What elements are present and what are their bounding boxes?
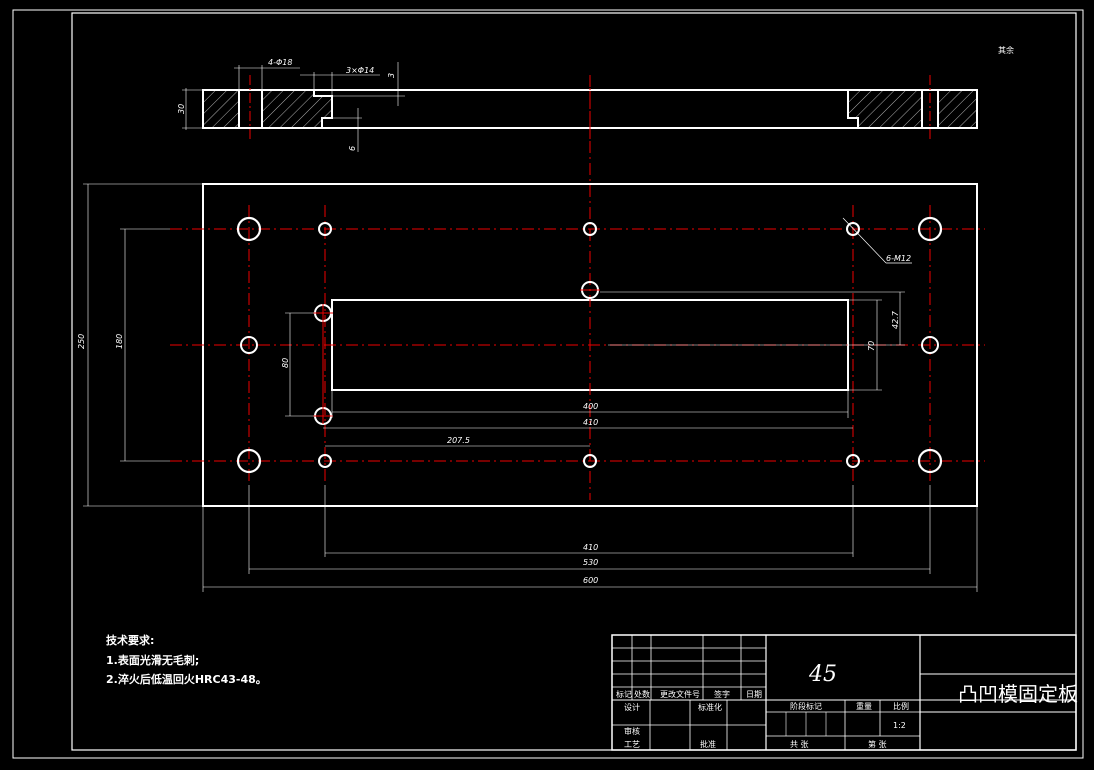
dim-counterbore-depth: 3 xyxy=(387,73,396,78)
dim-thickness: 30 xyxy=(177,104,186,114)
hole-large xyxy=(917,216,943,242)
large-holes xyxy=(236,216,943,474)
hole-small xyxy=(318,454,332,468)
dim-height-overall: 250 xyxy=(77,334,86,349)
tb-label-change: 更改文件号 xyxy=(660,689,700,699)
section-hatch-right-2 xyxy=(938,91,976,127)
section-step-left xyxy=(313,91,333,127)
outer-frame xyxy=(12,9,1084,759)
inner-frame xyxy=(71,12,1077,751)
hole-large xyxy=(917,448,943,474)
dim-right-upper: 42.7 xyxy=(891,310,900,329)
title-block-text: 标记 处数 更改文件号 签字 日期 设计 标准化 审核 工艺 批准 阶段标记 重… xyxy=(616,662,1078,749)
tb-label-sign: 签字 xyxy=(714,689,730,699)
tb-stage-mark: 阶段标记 xyxy=(790,701,822,711)
hole-large xyxy=(236,216,262,242)
dim-tap-label: 6-M12 xyxy=(886,254,911,263)
section-step-right xyxy=(847,91,859,127)
dim-half: 207.5 xyxy=(447,436,470,445)
dim-right-lower: 70 xyxy=(867,341,876,351)
tb-material: 45 xyxy=(808,662,837,687)
title-block xyxy=(611,634,1077,751)
section-view: 4-Φ18 3×Φ14 3 30 6 xyxy=(177,58,978,152)
hole-large xyxy=(236,448,262,474)
dim-height-holes: 180 xyxy=(115,334,124,349)
dim-bottom-530: 530 xyxy=(583,558,598,567)
tech-item-1: 1.表面光滑无毛刺; xyxy=(106,653,199,667)
section-hatch-left-2 xyxy=(262,91,332,127)
tb-design: 设计 xyxy=(624,702,640,712)
tb-part-name: 凸凹模固定板 xyxy=(958,682,1078,706)
dim-hole-top: 4-Φ18 xyxy=(268,58,292,67)
hole-small xyxy=(583,222,597,236)
tb-sheet-total: 共 张 xyxy=(790,740,809,749)
hole-small xyxy=(318,222,332,236)
tb-approve: 批准 xyxy=(700,739,716,749)
dim-counterbore: 3×Φ14 xyxy=(346,66,374,75)
hole-medium xyxy=(921,336,939,354)
corner-note: 其余 xyxy=(998,45,1014,55)
tech-requirements: 技术要求: 1.表面光滑无毛刺; 2.淬火后低温回火HRC43-48。 xyxy=(106,633,267,686)
tb-scale: 1:2 xyxy=(893,721,906,730)
dim-slot-height: 80 xyxy=(281,358,290,368)
tech-item-2: 2.淬火后低温回火HRC43-48。 xyxy=(106,672,267,686)
title-block-frame xyxy=(611,634,1077,751)
tech-heading: 技术要求: xyxy=(106,633,154,647)
tb-sheet-no: 第 张 xyxy=(868,739,887,749)
tb-weight: 重量 xyxy=(856,701,872,711)
hole-small xyxy=(846,222,860,236)
hole-small xyxy=(846,454,860,468)
tb-standardize: 标准化 xyxy=(698,702,722,712)
tb-review: 审核 xyxy=(624,726,640,736)
tb-process: 工艺 xyxy=(624,740,640,749)
leader-line xyxy=(842,217,887,264)
section-hatch-left xyxy=(204,91,239,127)
dim-bottom-410: 410 xyxy=(583,543,598,552)
dim-step: 6 xyxy=(348,146,357,151)
tb-scale-label: 比例 xyxy=(893,701,909,711)
dim-bottom-600: 600 xyxy=(583,576,598,585)
dim-slot-holes: 410 xyxy=(583,418,598,427)
tb-label-count: 处数 xyxy=(634,689,650,699)
section-hatch-right xyxy=(848,91,922,127)
plan-view: 250 180 80 6-M12 42.7 70 400 410 207.5 xyxy=(77,75,985,592)
tb-label-date: 日期 xyxy=(746,690,762,699)
hole-small xyxy=(583,454,597,468)
tb-label-mark: 标记 xyxy=(616,689,632,699)
dim-slot-width: 400 xyxy=(583,402,598,411)
hole-medium xyxy=(240,336,258,354)
